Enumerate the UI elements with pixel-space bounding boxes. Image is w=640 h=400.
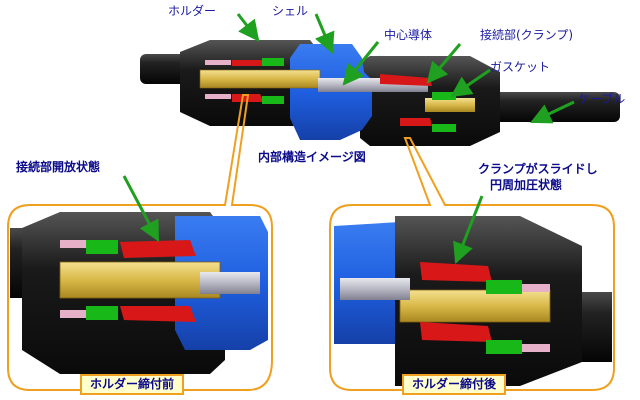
clamp-left-detail-1: [120, 240, 196, 258]
arrow-connector-clamp: [426, 43, 462, 84]
pin-right-detail: [340, 278, 410, 300]
label-shell: シェル: [272, 4, 309, 18]
gasket-top-3: [432, 92, 456, 100]
arrow-cable: [530, 100, 575, 124]
pin-left-detail: [200, 272, 260, 294]
wire-left-detail-1: [60, 240, 86, 248]
wire-right-detail-2: [522, 344, 550, 352]
right-detail: [334, 216, 612, 386]
left-detail: [10, 212, 268, 374]
clamp-left-detail-2: [120, 306, 196, 322]
arrow-center-conductor: [342, 41, 380, 86]
gasket-top-1: [262, 58, 284, 66]
wire-top-2: [205, 94, 231, 99]
wire-right-detail-1: [522, 284, 550, 292]
arrow-clamp-slides: [453, 195, 484, 264]
conductor-top: [199, 69, 321, 89]
gasket-right-detail-1: [486, 280, 522, 294]
gasket-right-detail-2: [486, 340, 522, 354]
label-connector-open: 接続部開放状態: [16, 160, 101, 174]
left-frame: [7, 94, 273, 391]
gasket-top-4: [432, 124, 456, 132]
label-internal-structure: 内部構造イメージ図: [258, 150, 366, 164]
arrow-shell: [314, 13, 335, 54]
clamp-top-3: [380, 74, 432, 86]
right-frame: [329, 137, 615, 391]
conductor-top-right: [425, 98, 475, 112]
wire-top-1: [205, 60, 231, 65]
label-cable: ケーブル: [578, 92, 626, 106]
clamp-top-1: [232, 60, 266, 66]
clamp-right-detail-2: [420, 322, 492, 342]
gasket-left-detail-1: [86, 240, 118, 254]
arrow-holder: [236, 13, 260, 42]
tag-after-tightening: ホルダー締付後: [402, 374, 507, 395]
label-center-conductor: 中心導体: [384, 28, 433, 42]
arrow-connector-open: [122, 175, 160, 242]
clamp-right-detail-1: [420, 262, 492, 282]
label-connector-clamp: 接続部(クランプ): [480, 28, 574, 42]
top-assembly: [140, 40, 620, 146]
label-gasket: ガスケット: [490, 60, 551, 74]
conductor-right-detail: [399, 289, 551, 323]
clamp-top-4: [400, 118, 432, 126]
conductor-left-detail: [59, 261, 221, 299]
gasket-top-2: [262, 96, 284, 104]
wire-left-detail-2: [60, 310, 86, 318]
label-clamp-slides-1: クランプがスライドし: [478, 162, 598, 176]
label-clamp-slides-2: 円周加圧状態: [490, 178, 563, 192]
gasket-left-detail-2: [86, 306, 118, 320]
tag-before-tightening: ホルダー締付前: [80, 374, 185, 395]
label-holder: ホルダー: [168, 4, 217, 18]
callout-arrows: [122, 13, 575, 264]
arrow-gasket: [450, 68, 491, 98]
